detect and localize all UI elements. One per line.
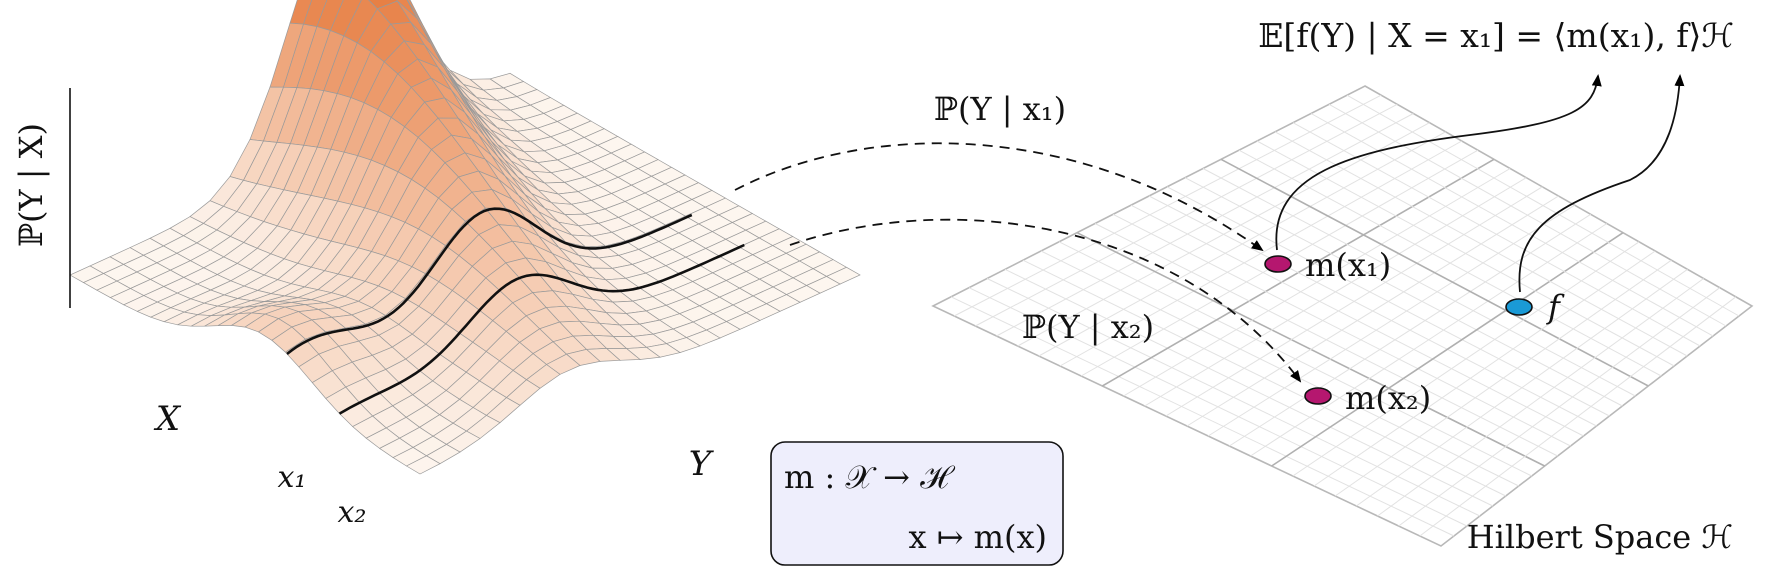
arrow-mx1-to-equation — [1275, 74, 1602, 251]
arrow-slice1-to-mx1 — [734, 142, 1264, 252]
grid-line — [1377, 278, 1704, 517]
grid-line — [1398, 287, 1721, 527]
surface-cell — [405, 455, 441, 475]
x-axis-label: X — [153, 399, 182, 439]
m-x1-label: m(x₁) — [1305, 246, 1391, 284]
expectation-equation: 𝔼[f(Y) | X = x₁] = ⟨m(x₁), f⟩ℋ — [1258, 16, 1734, 55]
mapping-box-line1: m : 𝒳 → ℋ — [784, 458, 956, 496]
grid-line — [1346, 94, 1740, 317]
slice-curve-x2 — [338, 243, 745, 415]
m-x2-label: m(x₂) — [1345, 379, 1431, 417]
grid-line — [1292, 122, 1701, 347]
p-y-given-x2-label: ℙ(Y | x₂) — [1022, 308, 1154, 346]
x2-tick-label: x₂ — [338, 495, 367, 530]
grid-line — [1328, 103, 1727, 327]
p-y-given-x1-label: ℙ(Y | x₁) — [934, 90, 1066, 128]
embedding-point-m-x2 — [1304, 387, 1332, 405]
hilbert-space-plane — [931, 85, 1754, 547]
x1-tick-label: x₁ — [278, 460, 307, 495]
conditional-slices — [286, 207, 745, 415]
embedding-point-m-x1 — [1264, 255, 1292, 273]
slice-curve-x1 — [286, 207, 693, 355]
grid-line — [1419, 296, 1737, 537]
arrow-f-to-equation — [1518, 74, 1685, 293]
z-axis-label: ℙ(Y | X) — [12, 123, 50, 247]
mapping-box — [770, 441, 1064, 566]
mapping-box-line2: x ↦ m(x) — [908, 518, 1047, 556]
function-point-f — [1505, 298, 1533, 316]
hilbert-space-label: Hilbert Space ℋ — [1467, 518, 1733, 556]
conditional-density-surface — [69, 0, 861, 475]
y-axis-label: Y — [689, 444, 715, 484]
arrow-slice2-to-mx2 — [789, 218, 1302, 383]
